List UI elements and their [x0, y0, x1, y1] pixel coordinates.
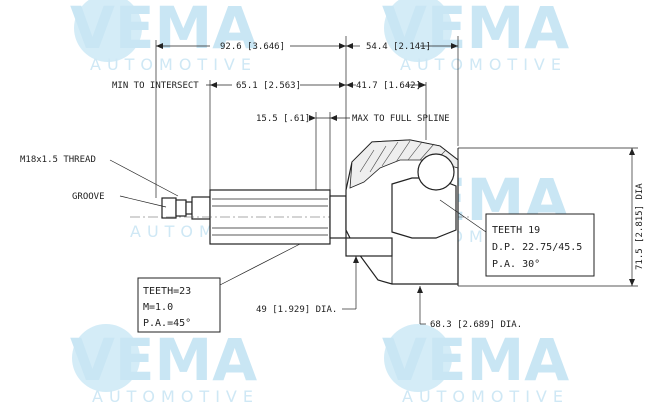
housing-lower [345, 237, 393, 257]
watermark-brand: VEMA [382, 0, 569, 62]
arrowheads [156, 43, 635, 293]
spec-left-teeth: TEETH=23 [143, 286, 191, 297]
dim-groove: GROOVE [72, 192, 105, 202]
dim-top-left: 92.6 [3.646] [220, 42, 285, 52]
spec-right-dp: D.P. 22.75/45.5 [492, 242, 582, 253]
dim-thread: M18x1.5 THREAD [20, 155, 96, 165]
housing-hatch [349, 139, 459, 189]
spec-right-teeth: TEETH 19 [492, 225, 540, 236]
dim-shaft-dia: 49 [1.929] DIA. [256, 305, 337, 315]
watermark-bottom-left: VEMA AUTOMOTIVE [70, 324, 259, 406]
watermark-brand: VEMA [70, 0, 257, 62]
cv-joint-part [130, 139, 470, 286]
watermark-top-left: VEMA AUTOMOTIVE [70, 0, 257, 74]
spline-lines [212, 198, 328, 236]
dim-spline-value: 15.5 [.61] [256, 114, 310, 124]
spec-right-pa: P.A. 30° [492, 259, 540, 270]
shaft-stub [191, 196, 211, 220]
spec-left-pa: P.A.=45° [143, 318, 191, 329]
shoulder [329, 195, 347, 239]
watermark-circle [72, 324, 140, 392]
watermark-circle [74, 0, 142, 62]
dim-right-dia: 71.5 [2.815] DIA [635, 183, 645, 270]
watermark-brand: VEMA [70, 326, 257, 394]
watermark-sub: AUTOMOTIVE [92, 387, 259, 406]
dim-min-intersect-value: 65.1 [2.563] [236, 81, 301, 91]
watermark-sub: AUTOMOTIVE [90, 55, 257, 74]
ball-bearing [417, 153, 455, 191]
dim-min-intersect-label: MIN TO INTERSECT [112, 81, 199, 91]
watermark-circle [384, 324, 452, 392]
watermark-bottom-right: VEMA AUTOMOTIVE [382, 324, 569, 406]
groove-neck [185, 201, 193, 215]
thread-tip [161, 197, 177, 219]
dim-body-dia: 68.3 [2.689] DIA. [430, 320, 522, 330]
spec-box-right: TEETH 19 D.P. 22.75/45.5 P.A. 30° [485, 213, 595, 277]
dim-spline-label: MAX TO FULL SPLINE [352, 114, 450, 124]
dim-top-right: 54.4 [2.141] [366, 42, 431, 52]
watermark-brand: VEMA [382, 326, 569, 394]
thread-neck [175, 199, 187, 217]
dim-right-mid: 41.7 [1.642] [356, 81, 421, 91]
watermark-sub: AUTOMOTIVE [400, 55, 567, 74]
watermark-top-right: VEMA AUTOMOTIVE [382, 0, 569, 74]
watermark-circle [384, 0, 452, 62]
spec-box-left: TEETH=23 M=1.0 P.A.=45° [137, 277, 221, 333]
watermark-sub: AUTOMOTIVE [402, 387, 569, 406]
spec-left-module: M=1.0 [143, 302, 173, 313]
